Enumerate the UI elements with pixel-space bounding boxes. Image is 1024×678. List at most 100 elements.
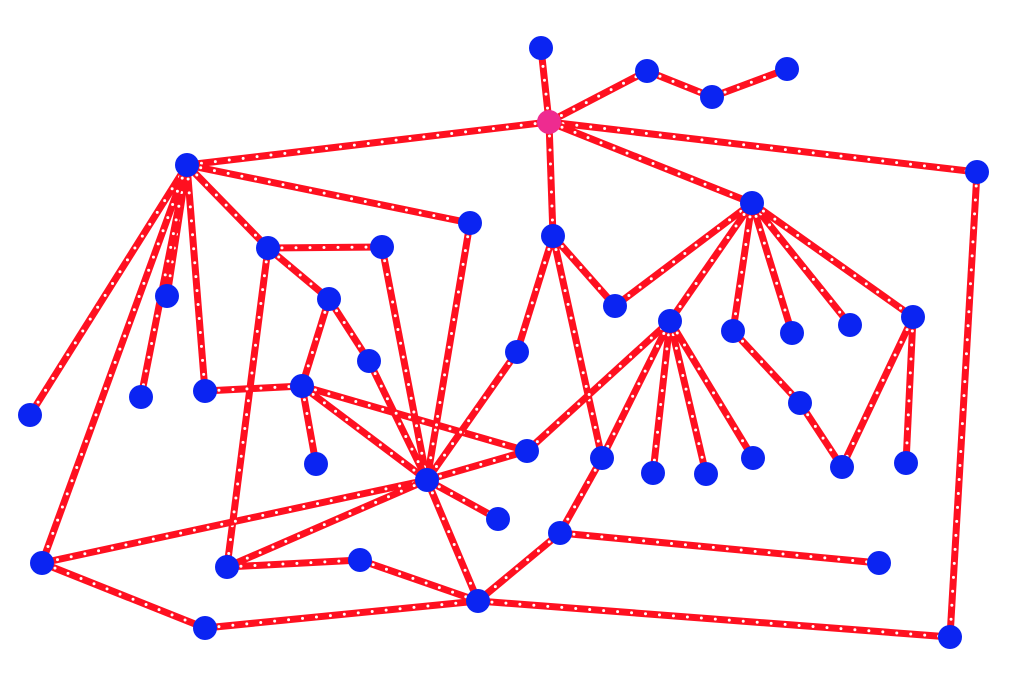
edge-dots [525,319,672,453]
edge-n0-n7 [547,118,754,207]
edge-line [946,171,981,638]
edge-line [27,163,190,417]
edge-n9-n30 [549,234,606,460]
graph-node-n16 [721,319,745,343]
graph-node-n25 [505,340,529,364]
edge-n13-n23 [298,297,333,388]
edge-n29-n15 [524,318,673,454]
graph-node-n8 [458,211,482,235]
edge-n5-n10 [184,162,271,251]
edge-n16-n26 [730,328,803,406]
edge-n37-n42 [475,530,563,604]
graph-node-n27 [304,452,328,476]
graph-node-n14 [603,294,627,318]
graph-node-n44 [938,625,962,649]
edge-n7-n19 [749,200,916,320]
edge-dots [547,120,754,205]
graph-node-n1 [529,36,553,60]
edge-n10-n11 [266,243,384,252]
edge-n6-n44 [946,170,981,639]
graph-node-n9 [541,224,565,248]
edge-n39-n40 [225,556,362,571]
graph-node-n23 [290,374,314,398]
edge-dots [651,319,672,475]
edge-line [223,247,272,568]
edge-n7-n15 [667,201,755,323]
edge-dots [266,245,384,250]
edge-line [729,202,756,332]
edge-line [423,222,474,481]
edge-dots [840,315,915,469]
edge-line [326,297,372,363]
edge-dots [558,531,881,565]
edge-n3-n4 [710,65,789,101]
graph-node-n41 [867,551,891,575]
edge-line [299,383,430,483]
edge-line [301,382,528,455]
edge-line [749,200,853,328]
edge-n7-n18 [749,200,853,328]
graph-node-n35 [894,451,918,475]
edge-line [537,47,553,123]
edge-dots [300,384,529,453]
edge-n10-n13 [265,245,332,302]
edge-line [666,320,710,475]
edge-n7-n14 [612,200,755,309]
edge-n28-n39 [225,476,429,571]
edge-n7-n16 [729,201,756,333]
graph-node-n33 [741,446,765,470]
edge-n0-n2 [547,67,649,126]
edge-line [667,201,755,323]
edge-dots [710,67,789,99]
edge-n5-n20 [27,163,190,417]
edge-dots [300,384,318,466]
edge-line [424,349,520,483]
edge-n0-n5 [185,118,551,169]
graph-node-n20 [18,403,42,427]
edge-line [378,246,431,481]
graph-node-n37 [548,521,572,545]
graph-node-n4 [775,57,799,81]
edge-dots [40,163,189,565]
edge-n0-n6 [547,118,979,176]
graph-node-n21 [129,385,153,409]
edge-dots [185,163,270,250]
edge-n15-n30 [598,319,674,460]
graph-node-n36 [486,507,510,531]
edge-line [204,382,303,395]
edges-layer [27,46,981,641]
edge-n28-n29 [425,447,529,484]
graph-node-n43 [193,616,217,640]
edge-dots [798,401,844,469]
edge-dots [547,69,649,124]
edge-n15-n33 [667,319,756,460]
edge-line [423,478,482,603]
edge-n5-n8 [185,161,472,227]
edge-line [513,234,557,354]
edge-n43-n42 [203,597,480,632]
edge-dots [225,478,429,569]
edge-n15-n32 [666,319,710,476]
graph-node-n10 [256,236,280,260]
edge-dots [558,456,604,535]
graph-node-n31 [641,461,665,485]
nodes-layer [18,36,989,649]
graph-node-n11 [370,235,394,259]
edge-line [358,556,480,605]
edge-line [475,530,563,604]
edge-n5-n22 [183,163,209,393]
root-node [537,110,561,134]
edge-n40-n42 [358,556,480,605]
edge-line [730,328,803,406]
graph-node-n24 [357,349,381,373]
edge-dots [266,246,331,301]
edge-dots [750,201,794,335]
edge-line [902,316,917,464]
edge-n9-n25 [513,234,557,354]
graph-node-n13 [317,287,341,311]
edge-n0-n9 [545,120,557,238]
graph-node-n17 [780,321,804,345]
edge-dots [547,120,555,238]
edge-line [550,233,618,309]
edge-dots [668,319,755,460]
